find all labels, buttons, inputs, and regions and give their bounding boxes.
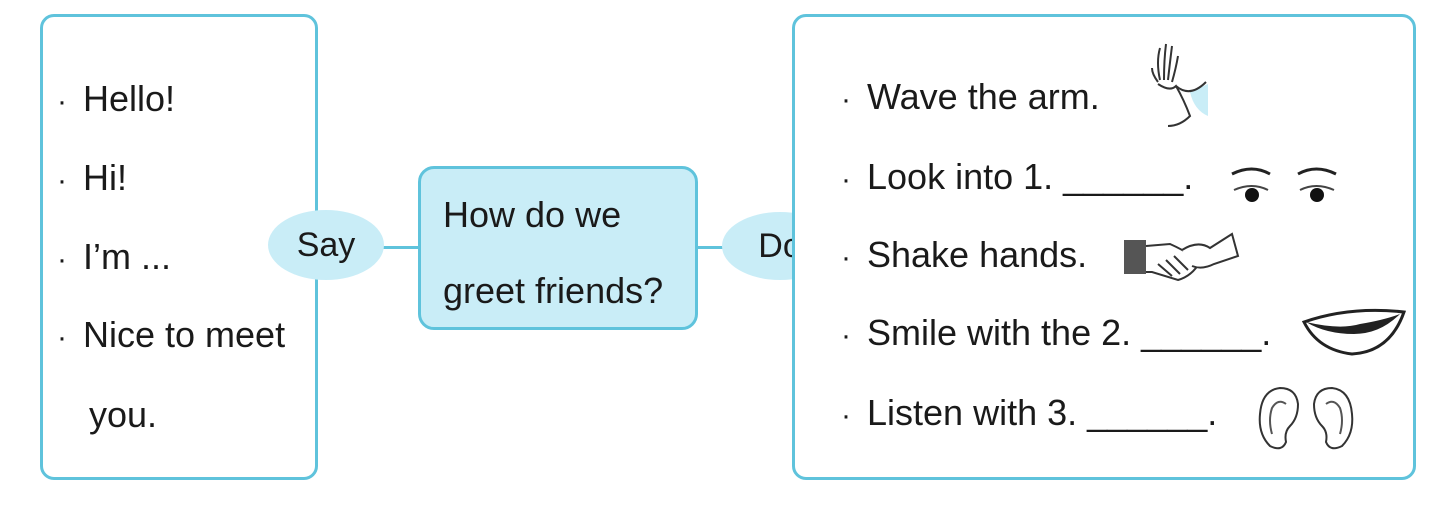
say-item-hello: ·Hello! xyxy=(57,78,176,119)
do-item-shake: ·Shake hands. xyxy=(841,234,1088,275)
question-line-1: How do we xyxy=(443,194,622,235)
ears-icon xyxy=(1258,386,1354,450)
do-item-smile: ·Smile with the 2. ______. xyxy=(841,312,1272,353)
say-label-oval: Say xyxy=(268,210,384,280)
say-label: Say xyxy=(296,225,356,264)
question-line-2: greet friends? xyxy=(443,270,664,311)
do-item-look: ·Look into 1. ______. xyxy=(841,156,1194,197)
do-item-wave: ·Wave the arm. xyxy=(841,76,1100,117)
say-item-nice-to-meet: ·Nice to meet xyxy=(57,314,286,355)
handshake-icon xyxy=(1124,232,1240,282)
center-question-box: How do we greet friends? xyxy=(418,166,698,330)
say-item-you: you. xyxy=(89,394,158,435)
smiling-mouth-icon xyxy=(1301,308,1407,356)
waving-arm-icon xyxy=(1151,43,1208,127)
say-item-hi: ·Hi! xyxy=(57,157,127,198)
say-item-im: ·I’m ... xyxy=(57,236,171,277)
do-item-listen: ·Listen with 3. ______. xyxy=(841,392,1218,433)
do-box: ·Wave the arm. ·Look into 1. ______. ·Sh… xyxy=(792,14,1416,480)
eyes-icon xyxy=(1231,167,1337,202)
